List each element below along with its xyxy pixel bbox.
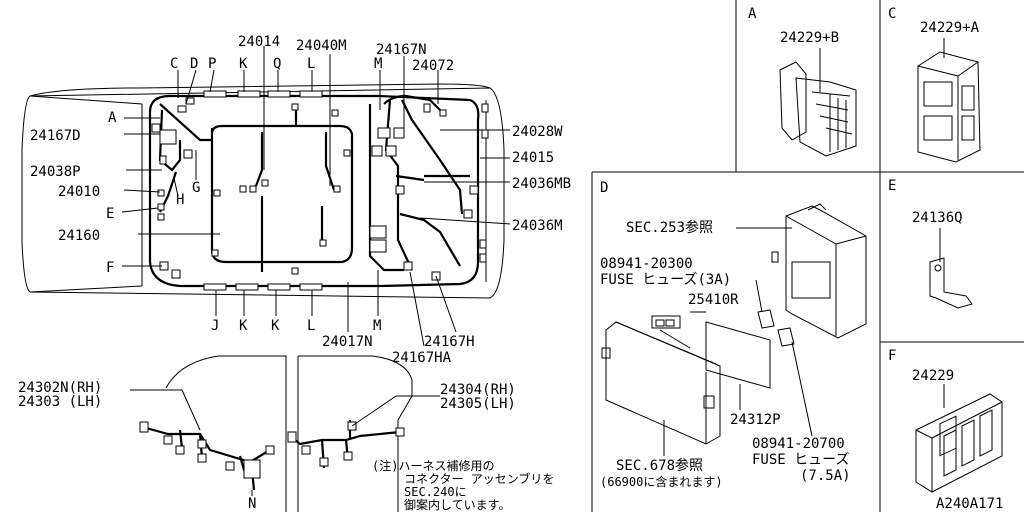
panel-c-letter: C [888,6,896,22]
label-24304-rh: 24304(RH) [440,382,516,398]
panel-d-letter: D [600,180,608,196]
panel-a-letter: A [748,6,757,22]
panel-d-fuse75-amp: (7.5A) [800,468,851,484]
letter-top-q: Q [273,56,281,72]
label-24017n: 24017N [322,334,373,350]
label-24305-lh: 24305(LH) [440,396,516,412]
panel-d-sec678: SEC.678参照 [616,457,703,474]
label-24072: 24072 [412,58,454,74]
rear-door-panel [287,355,440,512]
label-24167d: 24167D [30,128,81,144]
label-24167h: 24167H [424,334,475,350]
letter-top-c: C [170,56,178,72]
label-24040m: 24040M [296,38,347,54]
panel-f-letter: F [888,348,896,364]
panel-d-sec253: SEC.253参照 [626,219,713,236]
panel-d-25410r: 25410R [688,292,739,308]
label-24038p: 24038P [30,164,81,180]
letter-bottom-m: M [373,318,381,334]
label-24302n-rh: 24302N(RH) [18,380,102,396]
door-labels: 24302N(RH) 24303 (LH) 24304(RH) 24305(LH… [18,380,516,512]
letter-top-p: P [208,56,216,72]
note-line-4: 御案内しています。 [404,497,510,512]
figure-code: A240A171 [936,496,1003,512]
letter-top-k: K [239,56,248,72]
panel-d-fuse3-num: 08941-20300 [600,256,693,272]
panel-d-sec678-sub: (66900に含まれます) [600,474,723,489]
front-door-panel [130,355,287,512]
letter-top-d: D [190,56,198,72]
letter-labels: C D P K Q L M J K K L M A E F G H [106,56,382,334]
panel-d: D SEC.253参照 08941-20300 FUSE ヒューズ(3A) 25… [600,180,867,489]
note-line-2: コネクター アッセンブリを [404,471,554,486]
label-24036mb: 24036MB [512,176,571,192]
label-clip-n: N [248,496,256,512]
letter-bottom-l: L [307,318,315,334]
car-body-outline [21,83,505,299]
label-24303-lh: 24303 (LH) [18,394,102,410]
panel-f: F 24229 [888,348,1003,493]
panel-c-part: 24229+A [920,20,980,36]
letter-left-f: F [106,260,114,276]
letter-inner-g: G [192,180,200,196]
letter-bottom-k2: K [271,318,280,334]
letter-top-l: L [307,56,315,72]
panel-e-letter: E [888,178,896,194]
letter-inner-h: H [176,192,184,208]
note-line-1: (注)ハーネス補修用の [372,458,494,473]
panel-d-fuse3-desc: FUSE ヒューズ(3A) [600,272,731,288]
panel-d-24312p: 24312P [730,412,781,428]
harness-routes [148,94,480,288]
panel-e-part: 24136Q [912,210,963,226]
label-24160: 24160 [58,228,100,244]
part-number-labels: 24014 24040M 24167N 24072 24167D 24038P … [30,34,571,366]
panel-c: C 24229+A [888,6,981,163]
label-24014: 24014 [238,34,280,50]
panel-d-fuse75-num: 08941-20700 [752,436,845,452]
label-24036m: 24036M [512,218,563,234]
note-block: (注)ハーネス補修用の コネクター アッセンブリを SEC.240に 御案内して… [372,458,554,512]
letter-bottom-k1: K [239,318,248,334]
note-line-3: SEC.240に [404,485,467,499]
connector-markers [151,90,489,291]
label-24010: 24010 [58,184,100,200]
panel-d-fuse75-desc: FUSE ヒューズ [752,452,849,468]
letter-left-e: E [106,206,114,222]
label-24167n: 24167N [376,42,427,58]
letter-bottom-j: J [211,318,219,334]
label-24167ha: 24167HA [392,350,452,366]
panel-e: E 24136Q [888,178,973,309]
panel-a-part: 24229+B [780,30,839,46]
label-24015: 24015 [512,150,554,166]
leader-lines-main [121,46,511,347]
label-24028w: 24028W [512,124,563,140]
panel-f-part: 24229 [912,368,954,384]
letter-left-a: A [108,110,117,126]
panel-a: A 24229+B [748,6,857,157]
panel-grid [591,0,1024,512]
letter-top-m: M [374,56,382,72]
